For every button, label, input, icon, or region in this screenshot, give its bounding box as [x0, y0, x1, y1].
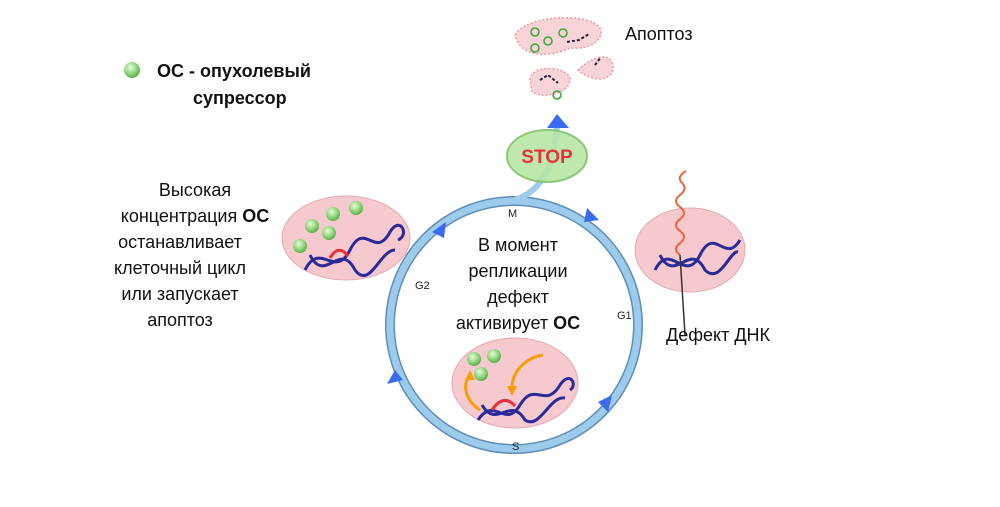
phase-g2-label: G2 — [415, 280, 430, 292]
legend-line2: супрессор — [193, 88, 287, 108]
legend-line1: ОС - опухолевый — [157, 61, 311, 81]
suppressor-protein-icons — [467, 349, 501, 381]
center-text-line: дефект — [487, 287, 549, 307]
stop-badge — [506, 129, 588, 183]
stop-label: STOP — [521, 147, 573, 168]
left-text-line: останавливает — [118, 232, 242, 252]
suppressor-legend-icon — [124, 62, 140, 78]
dna-helix-icon — [653, 239, 742, 271]
center-text-line: активирует ОС — [456, 313, 580, 333]
cycle-arrow-icons — [387, 208, 612, 412]
left-text-line: или запускает — [121, 284, 238, 304]
left-text-line: апоптоз — [147, 310, 213, 330]
dna-helix-icon — [476, 377, 575, 421]
center-text-line: В момент — [478, 235, 558, 255]
dna-defect-label: Дефект ДНК — [666, 325, 771, 345]
phase-s-label: S — [512, 441, 519, 453]
arrowhead-icon — [547, 114, 569, 128]
damage-wave-icon — [675, 170, 687, 256]
phase-m-label: M — [508, 208, 517, 220]
left-text-line: клеточный цикл — [114, 258, 246, 278]
left-text-line: Высокая — [159, 180, 231, 200]
center-description: В момент репликации дефект активирует ОС — [456, 235, 580, 333]
cell-replication — [451, 337, 579, 429]
center-text-line: репликации — [468, 261, 567, 281]
left-text-line: концентрация ОС — [121, 206, 269, 226]
cell-high-suppressor — [281, 195, 411, 281]
left-description: Высокая концентрация ОС останавливает кл… — [114, 180, 269, 330]
apoptosis-label: Апоптоз — [625, 24, 693, 44]
phase-g1-label: G1 — [617, 310, 632, 322]
suppressor-protein-icons — [293, 201, 363, 253]
dna-helix-icon — [303, 223, 405, 271]
apoptotic-cell-icon — [514, 17, 614, 96]
